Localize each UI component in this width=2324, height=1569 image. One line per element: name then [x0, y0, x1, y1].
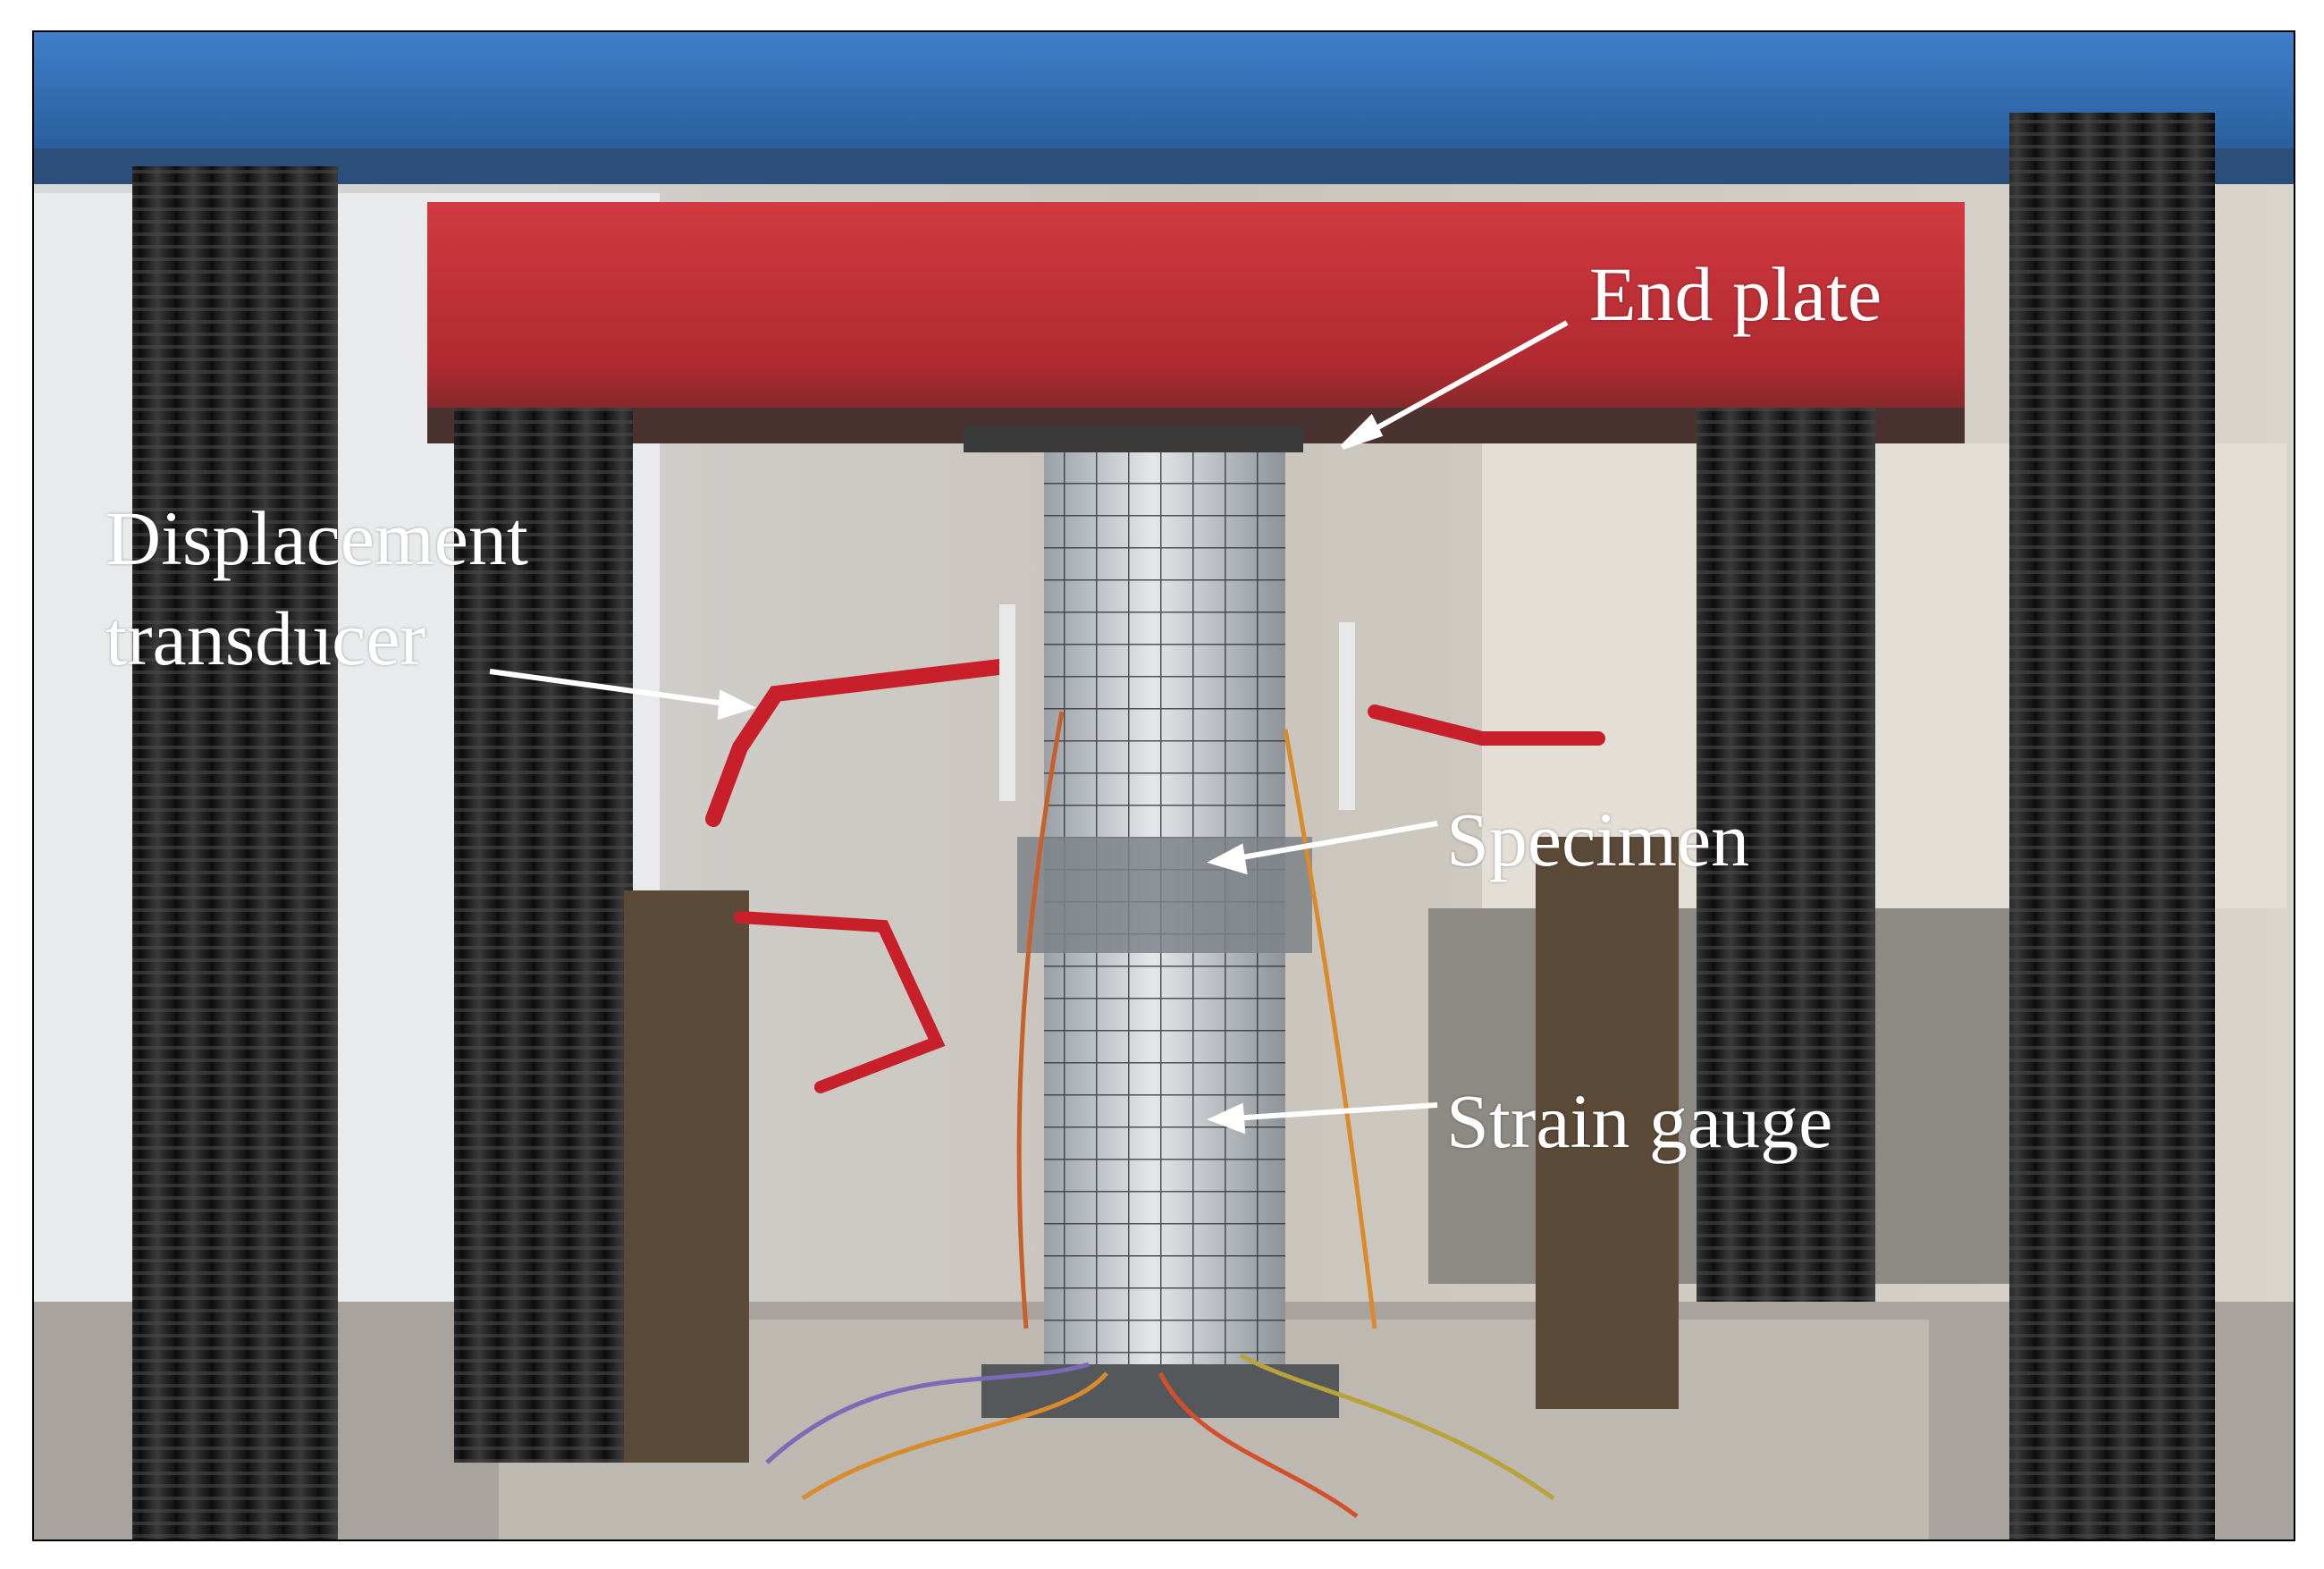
- test-setup-photo: [34, 32, 2294, 1539]
- label-strain-gauge: Strain gauge: [1446, 1078, 1833, 1164]
- blue-crosshead: [34, 32, 2294, 148]
- label-end-plate: End plate: [1589, 251, 1882, 337]
- photo-frame: End plate Displacement transducer Specim…: [32, 30, 2295, 1541]
- label-specimen: Specimen: [1446, 797, 1750, 882]
- column-left-front: [132, 166, 338, 1539]
- support-block-left: [624, 890, 749, 1463]
- annotation-arrows: [489, 320, 1569, 1135]
- column-right-back: [1697, 408, 1875, 1302]
- red-loading-beam: [427, 202, 1965, 434]
- strain-gauge-wires: [765, 711, 1555, 1519]
- label-displacement-line1: Displacement: [105, 495, 528, 581]
- column-right-front: [2009, 113, 2215, 1539]
- label-displacement-transducer: Displacement transducer: [105, 488, 528, 688]
- support-block-right: [1536, 837, 1679, 1409]
- label-displacement-line2: transducer: [105, 595, 426, 681]
- displacement-transducer: [705, 604, 1605, 1093]
- column-left-back: [454, 408, 633, 1463]
- end-plate: [964, 426, 1303, 452]
